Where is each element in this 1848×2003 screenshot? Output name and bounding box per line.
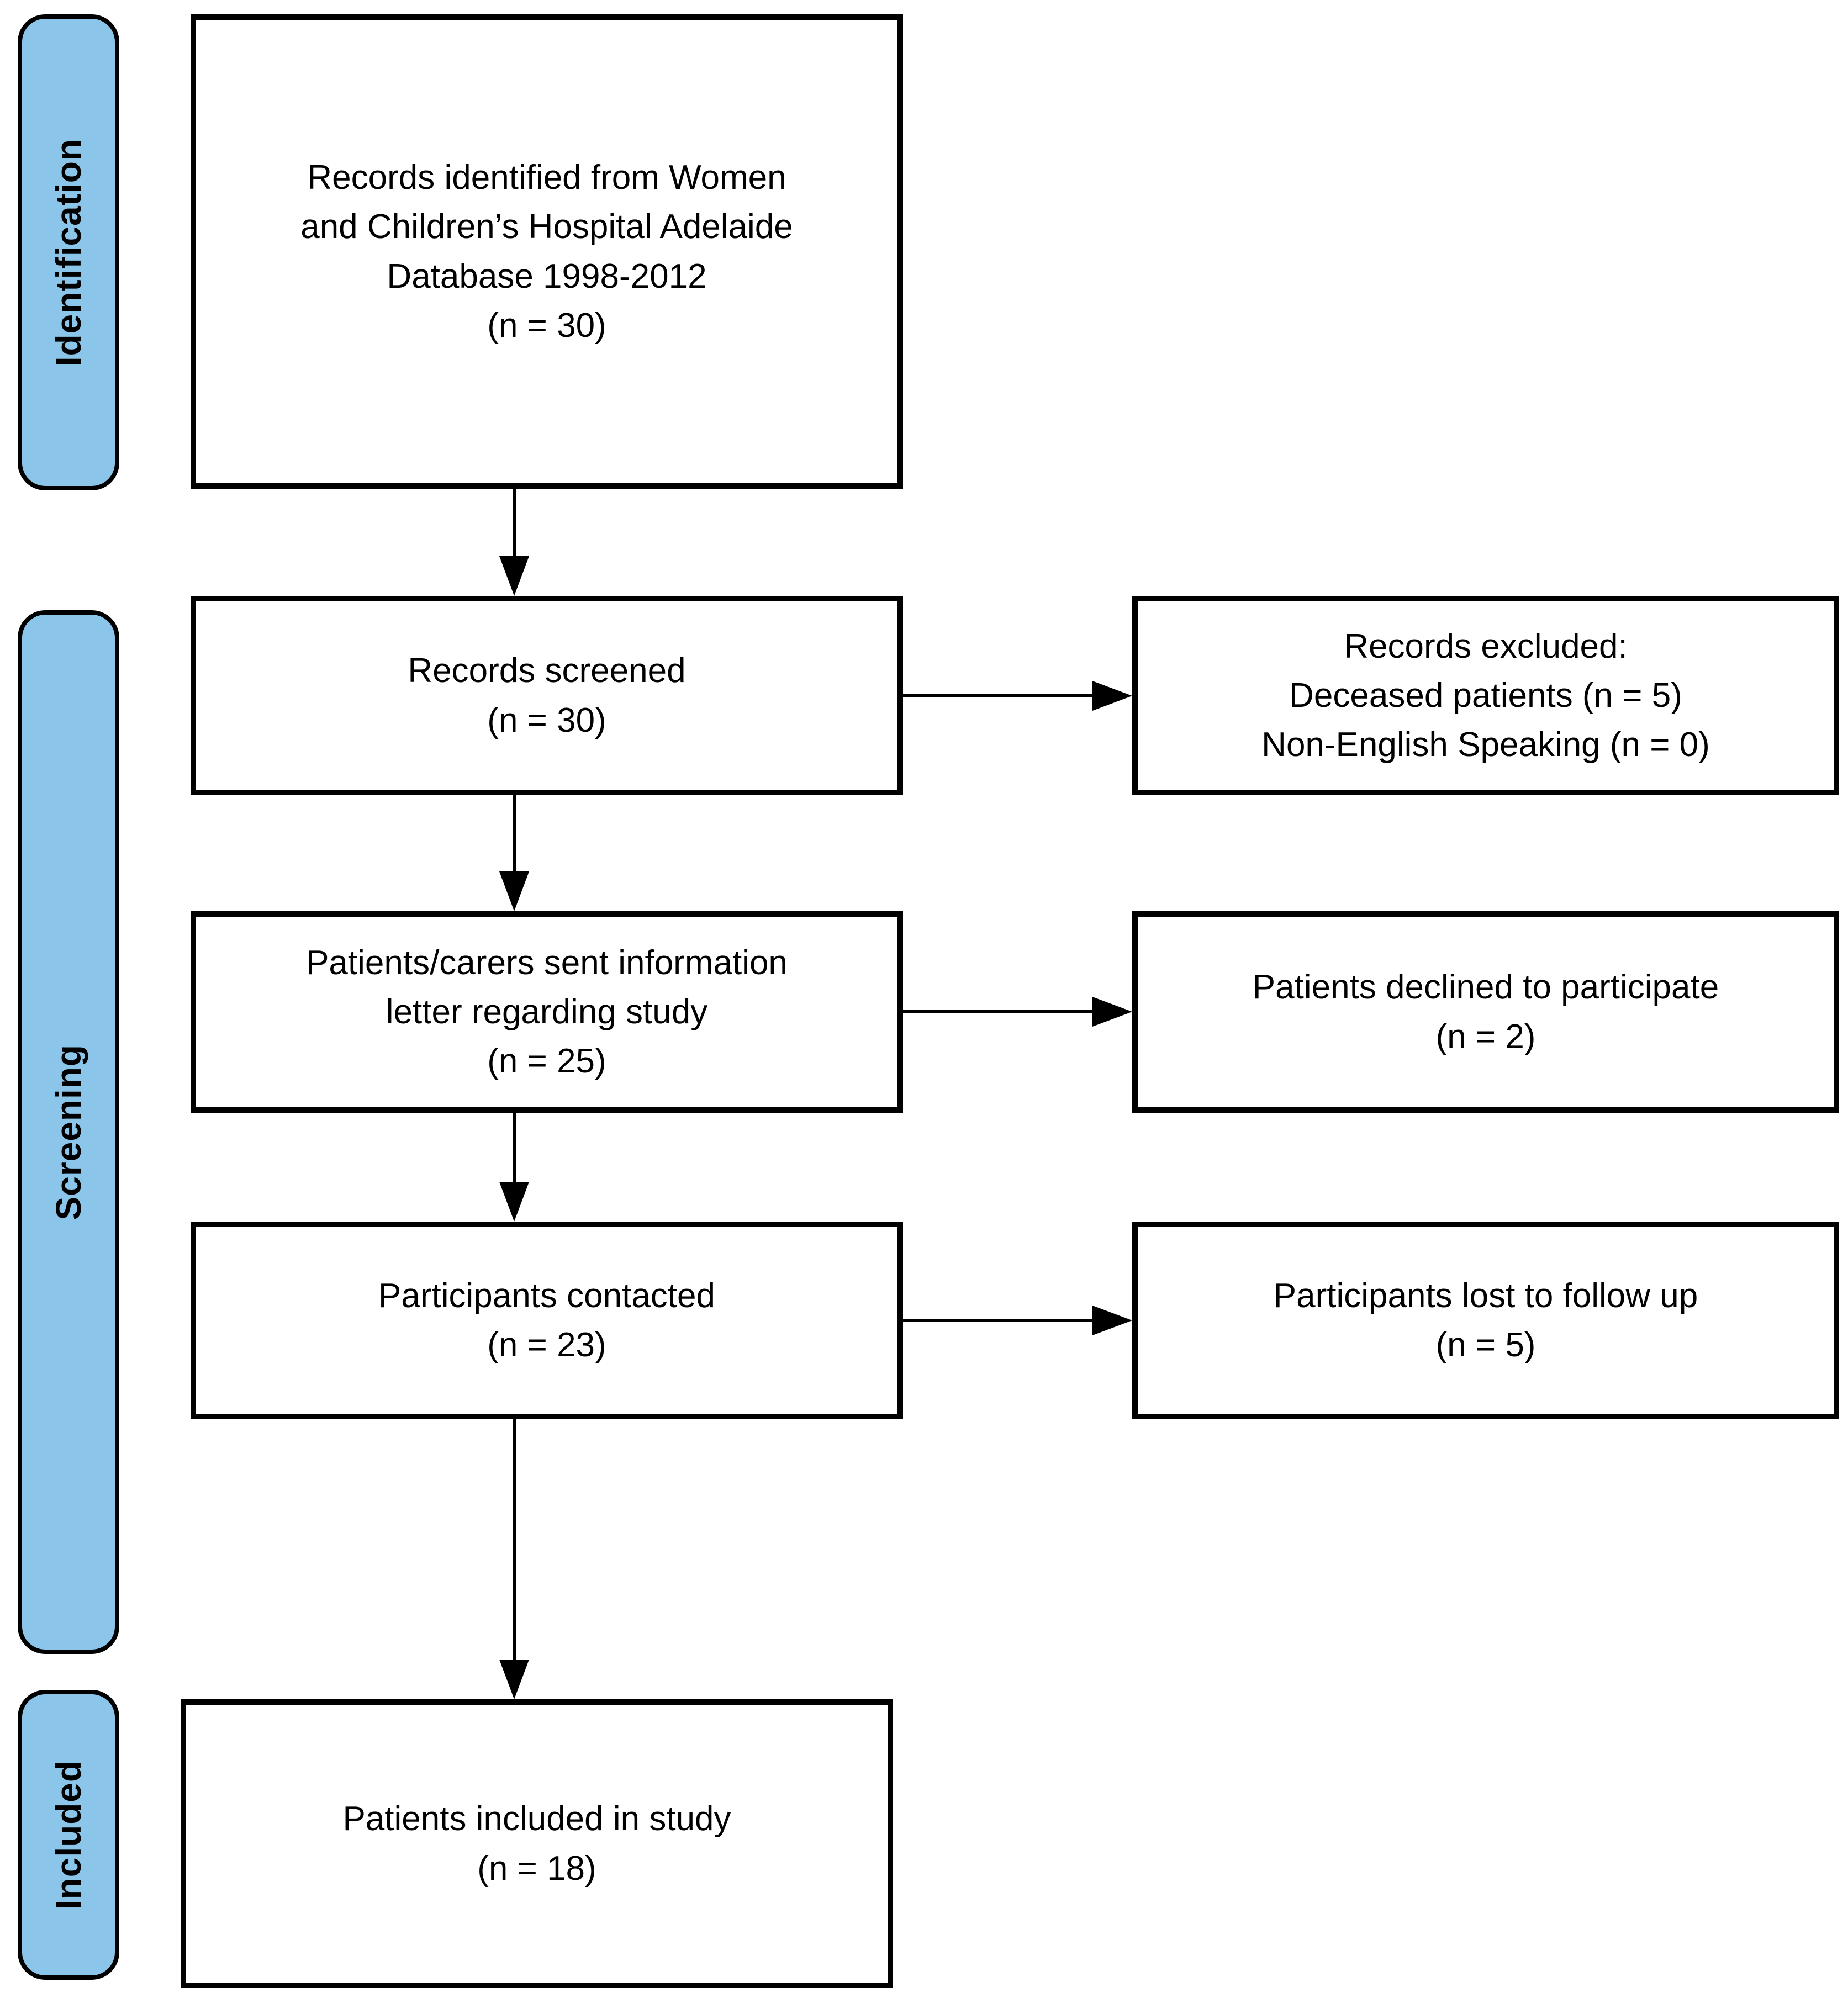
box-records-identified-text: Records identified from Women and Childr…: [300, 158, 793, 345]
arrow-identified-to-screened-head-icon: [499, 556, 529, 596]
box-records-excluded-text: Records excluded: Deceased patients (n =…: [1261, 627, 1710, 764]
stage-screening: Screening: [18, 610, 119, 1654]
box-patients-declined: Patients declined to participate (n = 2): [1132, 911, 1839, 1113]
box-participants-contacted-text: Participants contacted (n = 23): [378, 1276, 715, 1364]
box-records-screened-text: Records screened (n = 30): [408, 652, 686, 739]
arrow-contacted-to-included-line: [513, 1419, 516, 1661]
box-patients-included-text: Patients included in study (n = 18): [342, 1800, 731, 1888]
box-letters-sent-text: Patients/carers sent information letter …: [306, 943, 788, 1081]
arrow-contacted-to-lost-head-icon: [1092, 1306, 1132, 1335]
arrow-contacted-to-included-head-icon: [499, 1660, 529, 1699]
stage-identification: Identification: [18, 14, 119, 490]
box-participants-contacted: Participants contacted (n = 23): [191, 1222, 903, 1419]
box-records-excluded: Records excluded: Deceased patients (n =…: [1132, 596, 1839, 795]
arrow-screened-to-excluded-head-icon: [1092, 681, 1132, 711]
arrow-screened-to-letters-line: [513, 795, 516, 873]
arrow-screened-to-letters-head-icon: [499, 871, 529, 911]
box-lost-to-followup-text: Participants lost to follow up (n = 5): [1273, 1276, 1698, 1364]
box-patients-declined-text: Patients declined to participate (n = 2): [1252, 968, 1719, 1056]
box-records-identified: Records identified from Women and Childr…: [191, 14, 903, 489]
arrow-letters-to-contacted-head-icon: [499, 1182, 529, 1222]
arrow-letters-to-declined-line: [903, 1010, 1094, 1013]
box-letters-sent: Patients/carers sent information letter …: [191, 911, 903, 1113]
stage-identification-label: Identification: [49, 138, 88, 367]
stage-included: Included: [18, 1690, 119, 1980]
arrow-letters-to-contacted-line: [513, 1113, 516, 1183]
box-records-screened: Records screened (n = 30): [191, 596, 903, 795]
arrow-letters-to-declined-head-icon: [1092, 997, 1132, 1027]
stage-screening-label: Screening: [49, 1044, 88, 1220]
arrow-screened-to-excluded-line: [903, 694, 1094, 697]
arrow-contacted-to-lost-line: [903, 1319, 1094, 1322]
box-lost-to-followup: Participants lost to follow up (n = 5): [1132, 1222, 1839, 1419]
stage-included-label: Included: [49, 1759, 88, 1910]
box-patients-included: Patients included in study (n = 18): [181, 1699, 893, 1988]
arrow-identified-to-screened-line: [513, 489, 516, 558]
